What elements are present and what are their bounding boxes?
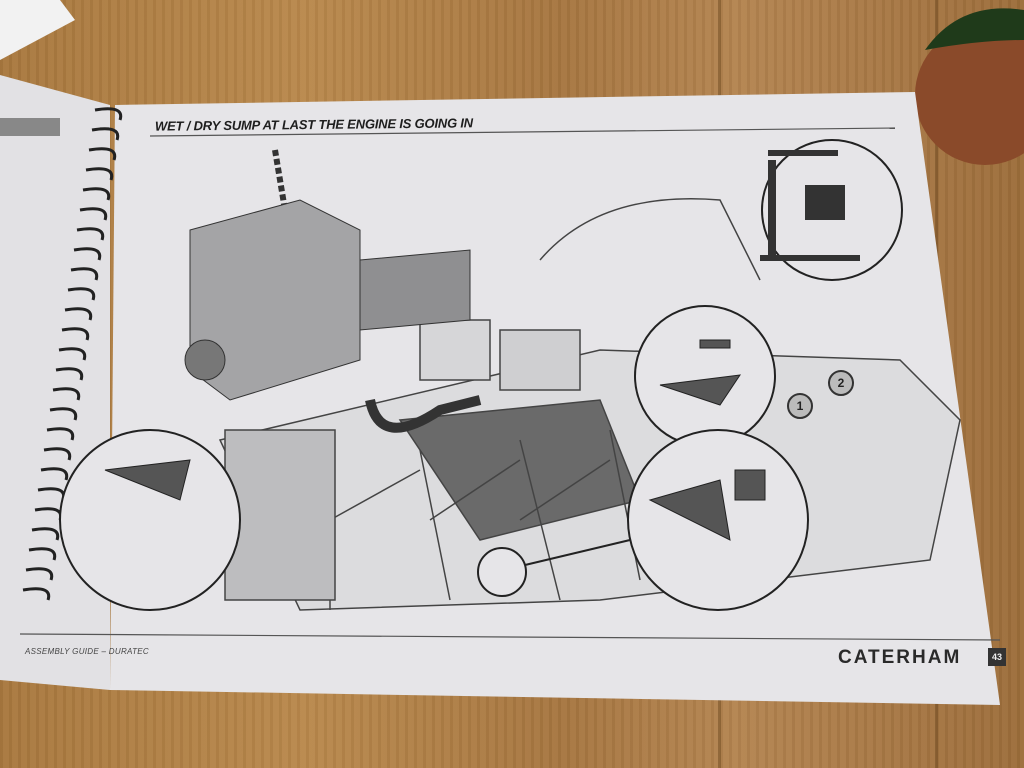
page-number: 43 <box>988 648 1006 666</box>
footer-rule <box>19 633 1001 641</box>
header-rule <box>149 127 896 137</box>
mount-location-ring <box>477 547 527 597</box>
left-page <box>0 75 110 690</box>
chassis-illustration <box>218 198 961 611</box>
plant-pot <box>915 25 1024 165</box>
plant-leaf <box>925 8 1024 50</box>
engine-illustration <box>184 149 471 401</box>
brand-logo: CATERHAM <box>838 647 962 668</box>
engine-mount-detail <box>634 305 776 447</box>
footer-guide-name: ASSEMBLY GUIDE – DURATEC <box>25 647 149 656</box>
callout-2: 2 <box>828 370 854 396</box>
spiral-binding <box>22 107 123 601</box>
callout-1: 1 <box>787 393 813 419</box>
arrow-icon <box>365 395 482 433</box>
left-mount-detail <box>59 429 241 611</box>
engine-crane-icon <box>760 150 860 261</box>
paper-sheet <box>0 0 75 60</box>
mount-bracket-icon <box>104 339 766 541</box>
leader-line <box>524 539 631 566</box>
left-page-header-bar <box>0 118 60 136</box>
